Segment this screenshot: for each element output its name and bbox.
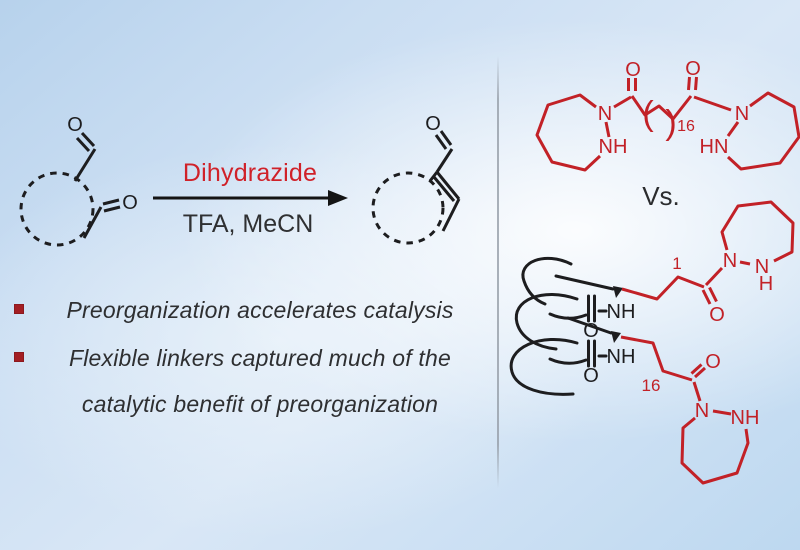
panel-divider (497, 56, 499, 488)
bond (693, 366, 707, 379)
flexible-linker-catalyst-structure: O NH O NH 1 O N (509, 200, 795, 485)
bond (435, 148, 454, 173)
stereo-wedge (611, 331, 621, 343)
macrocycle-dashed-ring (371, 171, 445, 245)
bond (82, 206, 103, 239)
diazepane-ring-top: N N H (720, 200, 795, 295)
backbone-coil-arc (548, 357, 588, 365)
alkyl-chain (621, 275, 705, 301)
peptide-backbone: O NH O NH (509, 256, 636, 396)
oxygen-label: O (705, 351, 721, 373)
bond (687, 76, 691, 91)
nitrogen-label: N (755, 256, 769, 278)
oxygen-label: O (425, 113, 441, 135)
arrowhead (328, 190, 348, 206)
hydrogen-label: H (759, 273, 773, 295)
nh-label: NH (731, 407, 760, 429)
dialdehyde-macrocycle-reactant: O O (19, 114, 138, 247)
paren-close: ) (665, 104, 676, 142)
vs-label: Vs. (642, 181, 680, 211)
bond (435, 171, 461, 200)
diazepane-ring-bottom: N NH (680, 400, 760, 485)
bond (690, 363, 703, 375)
ring-bonds (535, 93, 602, 172)
rigid-dihydrazide-structure: N NH O ( ) 16 O N (535, 58, 800, 172)
nitrogen-label: N (598, 103, 612, 125)
bond (75, 136, 91, 153)
bullet-item-text: Flexible linkers captured much of the ca… (40, 335, 480, 427)
oxygen-label: O (685, 58, 701, 80)
bond (80, 131, 96, 148)
chain-position-1-label: 1 (672, 254, 681, 273)
bond (73, 148, 97, 182)
bond (439, 130, 453, 146)
bond (704, 266, 724, 287)
ring-bonds (720, 200, 795, 263)
chain-position-16-label: 16 (642, 376, 661, 395)
bullet-square-icon (14, 304, 24, 314)
diazepane-ring-left: N NH (535, 93, 628, 172)
backbone-coil-arc (514, 293, 579, 351)
nitrogen-label: N (735, 103, 749, 125)
nh-label: NH (607, 346, 636, 368)
reaction-conditions-label: TFA, MeCN (183, 210, 314, 238)
bullet-square-icon (14, 352, 24, 362)
ring-bonds (726, 91, 800, 171)
dihydrazide-linker: O ( ) 16 O (613, 58, 732, 142)
bond (441, 198, 461, 232)
enal-macrocycle-product: O (371, 113, 461, 245)
bond (708, 286, 718, 303)
bullet-line: Preorganization accelerates catalysis (66, 297, 454, 323)
nitrogen-label: N (723, 250, 737, 272)
nitrogen-label: N (695, 400, 709, 422)
reaction-arrow: Dihydrazide TFA, MeCN (153, 159, 348, 238)
oxygen-label: O (625, 59, 641, 81)
hn-label: HN (700, 136, 729, 158)
bond (701, 289, 712, 305)
bond (693, 95, 732, 112)
dihydrazide-reagent-label: Dihydrazide (183, 159, 317, 187)
bond (613, 95, 632, 109)
n-n-bond (712, 409, 732, 416)
backbone-coil-arc (509, 338, 579, 396)
macrocycle-dashed-ring (19, 171, 95, 247)
backbone-bond (554, 274, 615, 291)
bullet-line: Flexible linkers captured much of the (69, 345, 451, 371)
nh-label: NH (599, 136, 628, 158)
bond (102, 198, 120, 206)
oxygen-label: O (122, 192, 138, 214)
n-n-bond (726, 121, 740, 137)
alkyl-chain (620, 335, 693, 382)
bond (103, 205, 121, 213)
n-n-bond (604, 121, 611, 138)
bullet-line: catalytic benefit of preorganization (81, 391, 439, 417)
bullet-item-text: Preorganization accelerates catalysis (40, 287, 480, 333)
backbone-coil-arc (521, 256, 573, 306)
bond (428, 171, 439, 182)
bond (694, 76, 698, 91)
nh-label: NH (607, 301, 636, 323)
backbone-bond (566, 316, 613, 335)
repeat-subscript: 16 (677, 118, 695, 135)
diazepane-ring-right: N HN (700, 91, 800, 171)
alkyl-chain (630, 95, 693, 121)
ring-bonds (680, 416, 750, 485)
oxygen-label: O (583, 320, 599, 342)
bond (692, 381, 702, 402)
oxygen-label: O (67, 114, 83, 136)
bond (434, 134, 448, 150)
side-chain-16: 16 O N NH (620, 335, 760, 485)
oxygen-label: O (583, 365, 599, 387)
stereo-wedge (613, 286, 623, 298)
paren-open: ( (642, 95, 654, 133)
oxygen-label: O (709, 304, 725, 326)
bond (432, 176, 456, 202)
side-chain-1: 1 O N N H (621, 200, 795, 326)
n-n-bond (739, 260, 751, 266)
